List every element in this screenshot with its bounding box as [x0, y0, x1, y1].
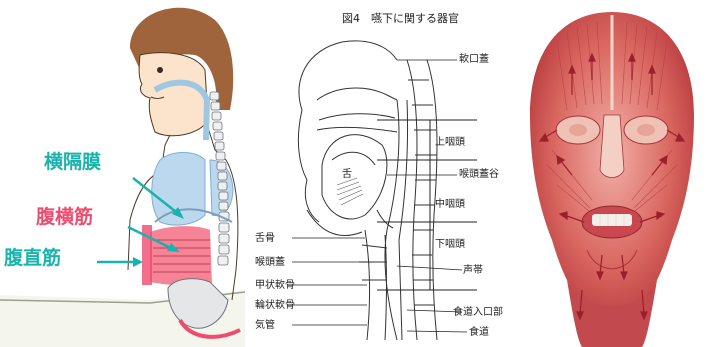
label-vallecula: 喉頭蓋谷 — [459, 168, 499, 180]
diagram-title: 図4 嚥下に関する器官 — [342, 11, 459, 25]
label-hypopharynx: 下咽頭 — [435, 238, 465, 250]
label-cricoid-cartilage: 輪状軟骨 — [255, 298, 295, 311]
label-esophagus: 食道 — [469, 325, 489, 338]
facial-muscles-drawing — [512, 0, 711, 347]
label-trachea: 気管 — [255, 318, 275, 331]
label-hyoid: 舌骨 — [255, 232, 275, 244]
swallowing-organs-diagram: 図4 嚥下に関する器官 — [247, 0, 510, 347]
label-epipharynx: 上咽頭 — [435, 136, 465, 148]
label-diaphragm: 横隔膜 — [44, 153, 101, 172]
label-soft-palate: 軟口蓋 — [459, 52, 489, 65]
breathing-muscles-drawing — [0, 0, 245, 347]
label-rectus-abdominis: 腹直筋 — [4, 249, 61, 268]
swallowing-organs-drawing: 図4 嚥下に関する器官 — [247, 0, 510, 347]
label-tongue: 舌 — [342, 168, 352, 180]
breathing-muscles-illustration: 横隔膜 腹横筋 腹直筋 — [0, 0, 245, 347]
label-thyroid-cartilage: 甲状軟骨 — [255, 278, 295, 291]
label-transversus-abdominis: 腹横筋 — [36, 208, 93, 227]
label-vocal-cords: 声帯 — [463, 263, 483, 276]
facial-muscles-illustration — [512, 0, 711, 347]
label-mesopharynx: 中咽頭 — [435, 197, 465, 210]
label-esophagus-entrance: 食道入口部 — [453, 305, 503, 318]
label-epiglottis: 喉頭蓋 — [255, 256, 285, 268]
